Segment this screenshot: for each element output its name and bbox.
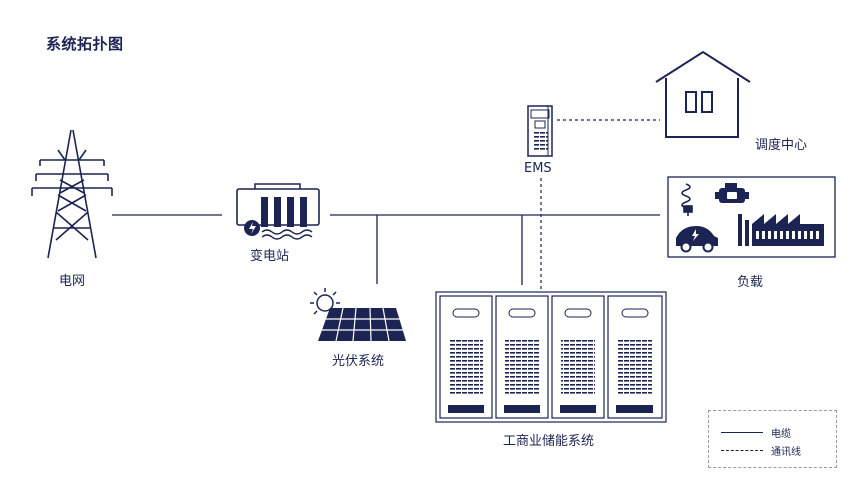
bulb-icon	[681, 183, 693, 216]
electric-car-icon	[676, 226, 718, 253]
storage-cabinet	[607, 295, 663, 419]
legend-label-cable: 电缆	[771, 429, 791, 440]
legend-swatch-dashed	[721, 450, 763, 451]
pv-system-label: 光伏系统	[332, 354, 385, 369]
storage-cabinet	[551, 295, 605, 419]
grid-label: 电网	[59, 274, 86, 289]
comm-lines	[540, 119, 660, 292]
solar-panel-icon	[310, 288, 406, 342]
substation-icon	[236, 183, 320, 240]
ems-label: EMS	[524, 161, 552, 176]
sun-icon	[310, 288, 340, 315]
storage-system-label: 工商业储能系统	[503, 434, 595, 449]
storage-cabinets-icon	[435, 291, 667, 423]
legend-item-comm-line: 通讯线	[721, 443, 801, 458]
cable-lines	[112, 214, 660, 285]
dispatch-center-house-icon	[655, 50, 751, 138]
engine-icon	[715, 183, 749, 203]
transmission-tower-icon	[31, 129, 113, 259]
load-label: 负载	[737, 275, 764, 290]
substation-label: 变电站	[250, 249, 290, 264]
legend-swatch-solid	[721, 432, 763, 433]
legend-label-comm-line: 通讯线	[771, 447, 801, 458]
storage-cabinet	[439, 295, 493, 419]
dispatch-center-label: 调度中心	[755, 138, 808, 153]
page-title: 系统拓扑图	[46, 35, 124, 53]
factory-icon	[738, 214, 824, 246]
load-icon	[667, 176, 836, 258]
storage-cabinet	[495, 295, 549, 419]
legend-item-cable: 电缆	[721, 425, 791, 440]
ems-cabinet-icon	[527, 105, 553, 157]
legend: 电缆 通讯线	[708, 410, 837, 468]
